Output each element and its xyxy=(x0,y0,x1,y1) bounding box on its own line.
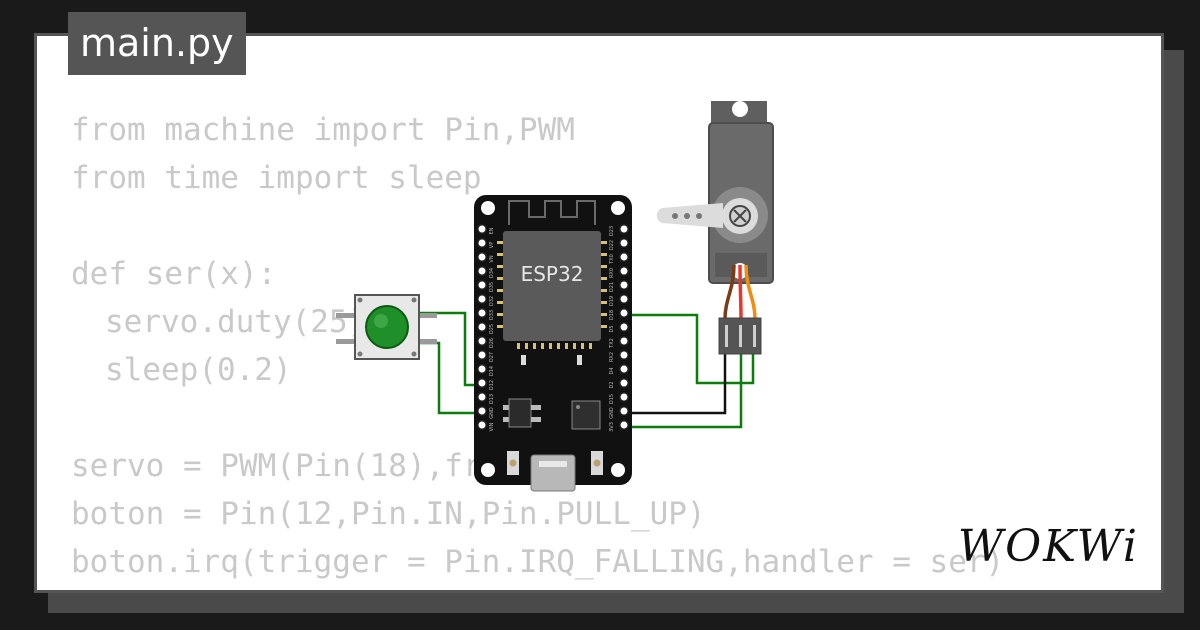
left-pin-d25[interactable] xyxy=(477,322,487,332)
pin-label: VN xyxy=(489,255,495,262)
right-pin-d23[interactable] xyxy=(619,224,629,234)
pin-label: D21 xyxy=(609,282,615,292)
pin-label: D26 xyxy=(489,338,495,348)
right-pin-d4[interactable] xyxy=(619,364,629,374)
pin-label: EN xyxy=(489,227,495,234)
usb-port xyxy=(530,454,576,492)
pin-label: TX2 xyxy=(609,338,615,349)
button-cap xyxy=(365,305,409,349)
right-pin-rx2[interactable] xyxy=(619,350,629,360)
wire-button-to-gnd xyxy=(419,341,481,415)
pin-label: D22 xyxy=(609,240,615,250)
pin-label: D32 xyxy=(489,296,495,306)
code-line: servo.duty(25) xyxy=(105,304,367,340)
right-pin-tx0[interactable] xyxy=(619,252,629,262)
right-pin-gnd[interactable] xyxy=(619,406,629,416)
pin-label: D34 xyxy=(489,268,495,278)
pin-label: TX0 xyxy=(609,254,615,265)
esp32-board[interactable]: ESP32 xyxy=(474,195,632,492)
servo-lead-red xyxy=(738,264,743,320)
circuit-diagram: ESP32 xyxy=(336,101,774,492)
code-line: from time import sleep xyxy=(71,160,482,196)
pin-label: D33 xyxy=(489,310,495,320)
left-pin-d32[interactable] xyxy=(477,294,487,304)
wire-3v3-to-servo-vcc xyxy=(625,351,743,429)
left-pin-en[interactable] xyxy=(477,224,487,234)
servo-motor[interactable] xyxy=(656,101,774,355)
pin-label: D12 xyxy=(489,380,495,390)
code-line: boton.irq(trigger = Pin.IRQ_FALLING,hand… xyxy=(71,544,1005,580)
wires xyxy=(419,311,755,429)
left-pin-d26[interactable] xyxy=(477,336,487,346)
preview-card: from machine import Pin,PWM from time imp… xyxy=(34,33,1164,593)
wire-d18-to-servo-signal xyxy=(625,313,755,385)
code-listing: from machine import Pin,PWM from time imp… xyxy=(71,106,1004,586)
antenna-trace xyxy=(508,200,596,225)
pin-label: D2 xyxy=(609,381,615,388)
left-pin-d35[interactable] xyxy=(477,280,487,290)
chip-label: ESP32 xyxy=(521,262,584,286)
usb-uart-chip xyxy=(571,400,601,430)
wire-gnd-to-servo xyxy=(625,351,727,415)
pin-label: D23 xyxy=(609,226,615,236)
pin-label: VIN xyxy=(489,422,495,431)
pin-label: D18 xyxy=(609,310,615,320)
pin-label: RX2 xyxy=(609,352,615,362)
pin-label: D14 xyxy=(489,366,495,376)
pin-label: D15 xyxy=(609,394,615,404)
left-pin-d13[interactable] xyxy=(477,392,487,402)
left-pin-d33[interactable] xyxy=(477,308,487,318)
left-pin-d14[interactable] xyxy=(477,364,487,374)
right-pin-d15[interactable] xyxy=(619,392,629,402)
pin-label: D27 xyxy=(489,352,495,362)
push-button[interactable] xyxy=(336,294,437,360)
right-pin-d19[interactable] xyxy=(619,294,629,304)
left-pin-vn[interactable] xyxy=(477,252,487,262)
right-pin-3v3[interactable] xyxy=(619,420,629,430)
left-pin-d12[interactable] xyxy=(477,378,487,388)
module-pads xyxy=(497,241,607,349)
wire-button-to-d12 xyxy=(419,311,481,387)
right-pin-d2[interactable] xyxy=(619,378,629,388)
code-line: boton = Pin(12,Pin.IN,Pin.PULL_UP) xyxy=(71,496,706,532)
code-line: def ser(x): xyxy=(71,256,277,292)
pin-label: GND xyxy=(609,407,615,419)
pin-label: D13 xyxy=(489,394,495,404)
voltage-regulator xyxy=(503,398,541,428)
right-pin-rx0[interactable] xyxy=(619,266,629,276)
pin-label: RX0 xyxy=(609,268,615,278)
code-line: sleep(0.2) xyxy=(105,352,292,388)
pin-label: D4 xyxy=(609,367,615,374)
pin-label: 3V3 xyxy=(609,422,615,432)
pin-label: D5 xyxy=(609,325,615,332)
right-pin-d22[interactable] xyxy=(619,238,629,248)
left-pin-vin[interactable] xyxy=(477,420,487,430)
pin-label: D19 xyxy=(609,296,615,306)
servo-lead-orange xyxy=(744,264,757,320)
right-pin-tx2[interactable] xyxy=(619,336,629,346)
esp32-module xyxy=(503,231,601,341)
left-pin-gnd[interactable] xyxy=(477,406,487,416)
pin-label: VP xyxy=(489,242,495,248)
file-tab[interactable]: main.py xyxy=(68,12,246,75)
servo-lead-brown xyxy=(723,264,736,320)
right-pin-d21[interactable] xyxy=(619,280,629,290)
left-pin-vp[interactable] xyxy=(477,238,487,248)
right-pin-d18[interactable] xyxy=(619,308,629,318)
left-pin-d27[interactable] xyxy=(477,350,487,360)
pin-label: D35 xyxy=(489,282,495,292)
left-pin-d34[interactable] xyxy=(477,266,487,276)
pin-label: GND xyxy=(489,407,495,419)
wokwi-logo: WOKWi xyxy=(957,521,1139,572)
pin-label: D25 xyxy=(489,324,495,334)
right-pin-d5[interactable] xyxy=(619,322,629,332)
code-line: from machine import Pin,PWM xyxy=(71,112,575,148)
